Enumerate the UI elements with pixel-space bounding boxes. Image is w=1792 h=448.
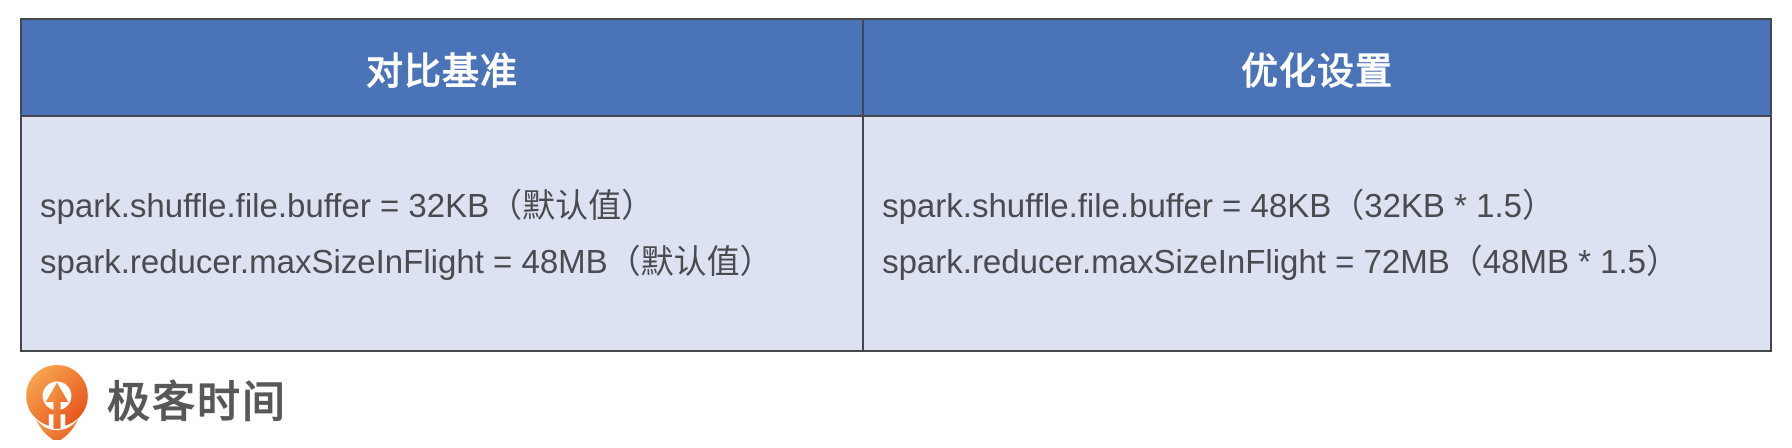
table-body-row: spark.shuffle.file.buffer = 32KB（默认值） sp… [22, 117, 1770, 350]
geektime-brand: 极客时间 [22, 364, 287, 440]
header-cell-optimized: 优化设置 [862, 20, 1770, 117]
header-cell-baseline: 对比基准 [22, 20, 863, 117]
optimized-config-cell: spark.shuffle.file.buffer = 48KB（32KB * … [862, 117, 1770, 350]
baseline-config-cell: spark.shuffle.file.buffer = 32KB（默认值） sp… [22, 117, 863, 350]
table-header-row: 对比基准 优化设置 [22, 20, 1770, 117]
config-line-shuffle-buffer-optimized: spark.shuffle.file.buffer = 48KB（32KB * … [882, 187, 1556, 225]
comparison-table: 对比基准 优化设置 spark.shuffle.file.buffer = 32… [20, 18, 1772, 352]
geektime-pin-icon [22, 364, 92, 440]
config-line-maxsizeinflight-default: spark.reducer.maxSizeInFlight = 48MB（默认值… [40, 242, 773, 280]
geektime-logo-text: 极客时间 [107, 378, 287, 427]
config-line-shuffle-buffer-default: spark.shuffle.file.buffer = 32KB（默认值） [40, 187, 655, 225]
config-line-maxsizeinflight-optimized: spark.reducer.maxSizeInFlight = 72MB（48M… [882, 242, 1680, 280]
